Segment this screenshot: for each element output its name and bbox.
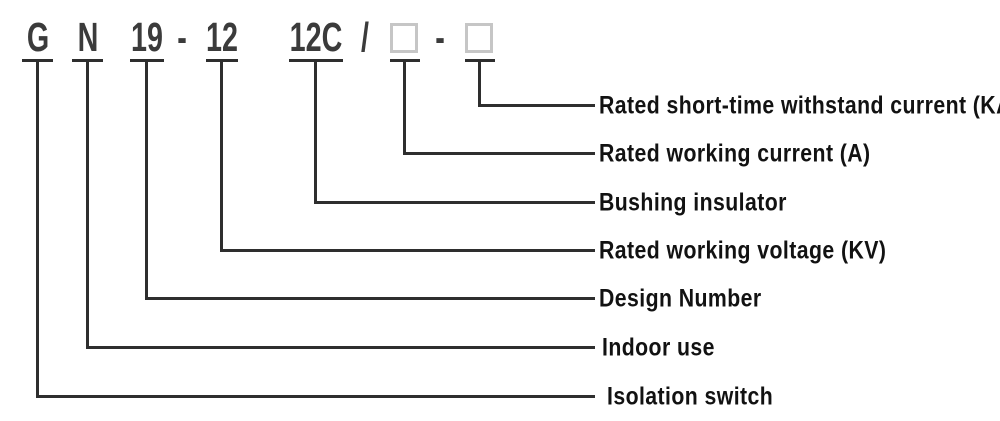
underline-short-time	[465, 59, 495, 62]
connector-horizontal-indoor	[86, 346, 595, 349]
underline-design	[130, 59, 164, 62]
legend-rated-working-current: Rated working current (A)	[599, 139, 871, 168]
code-indoor-letter: N	[77, 14, 98, 60]
legend-bushing-insulator: Bushing insulator	[599, 188, 787, 217]
connector-vertical-voltage	[220, 61, 223, 252]
code-dash-separator: -	[177, 14, 187, 60]
legend-rated-working-voltage: Rated working voltage (KV)	[599, 236, 887, 265]
placeholder-box-current	[390, 23, 418, 53]
code-voltage-number: 12	[205, 14, 238, 60]
connector-horizontal-short-time	[478, 104, 595, 107]
code-slash-separator: /	[361, 14, 369, 60]
underline-voltage	[206, 59, 238, 62]
connector-horizontal-design	[145, 297, 595, 300]
connector-vertical-design	[145, 61, 148, 300]
code-series-letter: G	[26, 14, 49, 60]
code-dash-separator: -	[435, 14, 445, 60]
legend-indoor-use: Indoor use	[602, 333, 715, 362]
connector-horizontal-voltage	[220, 249, 595, 252]
connector-horizontal-bushing	[314, 201, 595, 204]
placeholder-box-short-time-current	[465, 23, 493, 53]
code-bushing-code: 12C	[289, 14, 342, 60]
connector-vertical-isolation	[36, 61, 39, 398]
legend-design-number: Design Number	[599, 284, 762, 313]
connector-horizontal-current	[403, 152, 595, 155]
connector-vertical-current	[403, 61, 406, 155]
connector-horizontal-isolation	[36, 395, 595, 398]
connector-vertical-short-time	[478, 61, 481, 107]
underline-current	[390, 59, 420, 62]
connector-vertical-indoor	[86, 61, 89, 349]
legend-isolation-switch: Isolation switch	[607, 382, 774, 411]
underline-bushing	[289, 59, 343, 62]
underline-series	[22, 59, 53, 62]
code-design-number: 19	[130, 14, 163, 60]
connector-vertical-bushing	[314, 61, 317, 204]
legend-rated-short-time-current: Rated short-time withstand current (KA)	[599, 91, 1000, 120]
underline-indoor	[72, 59, 103, 62]
